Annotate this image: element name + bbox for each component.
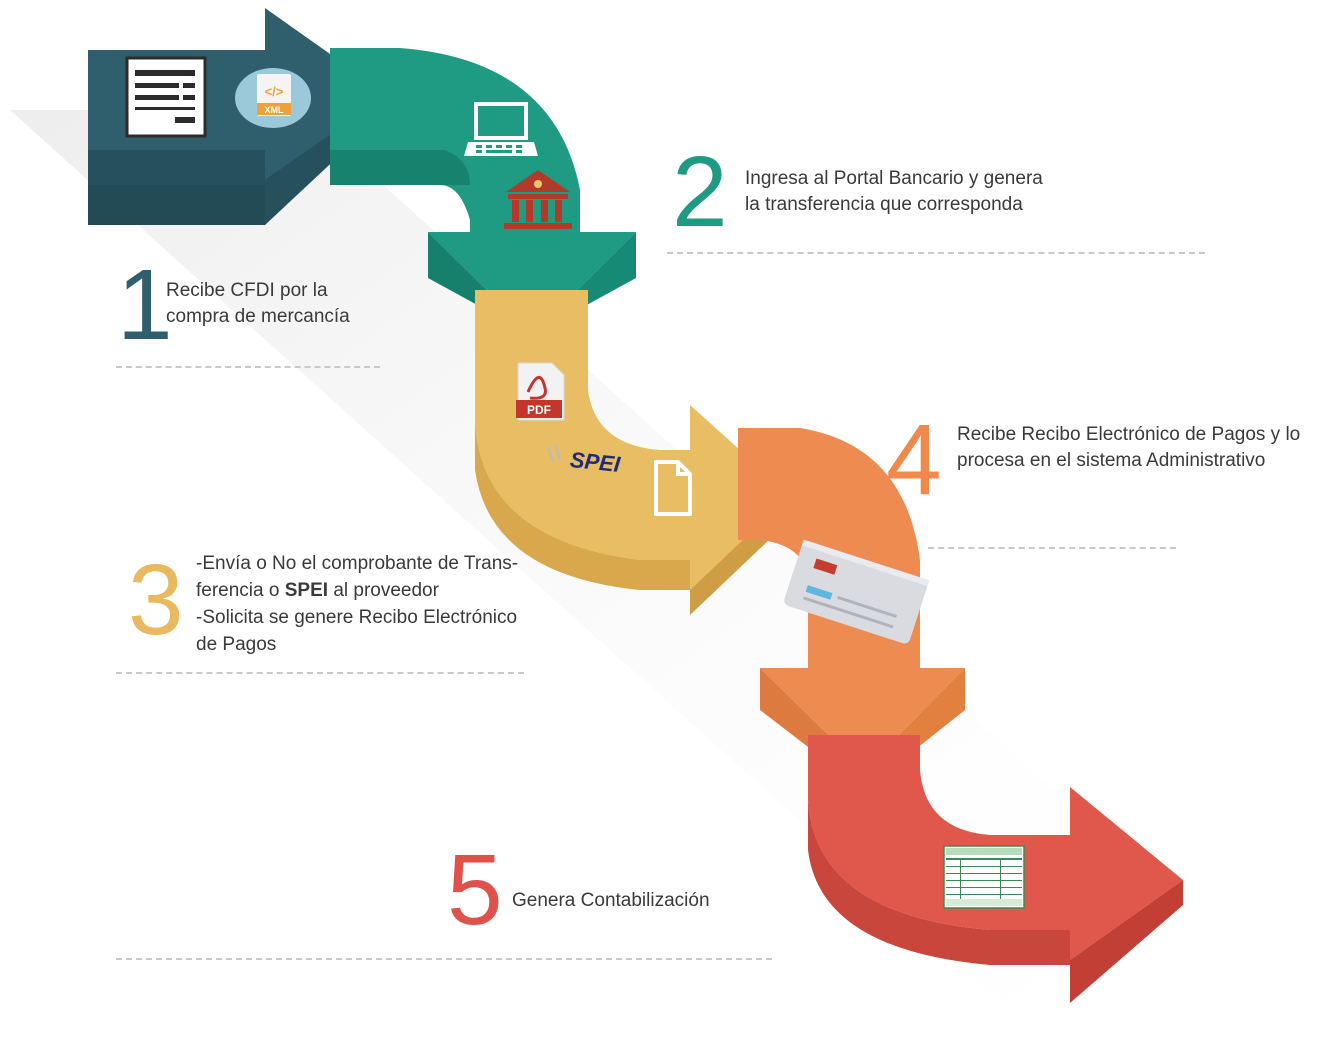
step-3-line-2-start: ferencia o bbox=[196, 580, 285, 601]
step-1-line-2: compra de mercancía bbox=[166, 306, 350, 327]
step-4-line-1: Recibe Recibo Electrónico de Pagos y lo bbox=[957, 424, 1301, 445]
step-3-description: -Envía o No el comprobante de Trans- fer… bbox=[196, 550, 518, 658]
step-3-number: 3 bbox=[128, 544, 184, 656]
xml-badge-label: XML bbox=[265, 105, 285, 115]
pdf-badge-label: PDF bbox=[527, 403, 551, 417]
step-3-line-2: ferencia o SPEI al proveedor bbox=[196, 577, 518, 604]
step-5-number: 5 bbox=[447, 834, 503, 946]
pdf-file-icon: PDF bbox=[516, 362, 565, 421]
xml-code-glyph: </> bbox=[265, 84, 284, 99]
step-4-divider bbox=[928, 547, 1176, 549]
step-1-description: Recibe CFDI por la compra de mercancía bbox=[166, 278, 350, 330]
document-icon bbox=[654, 460, 692, 516]
step-3-line-3: -Solicita se genere Recibo Electrónico bbox=[196, 607, 518, 628]
accounting-sheet-icon bbox=[943, 845, 1025, 909]
step-1-divider bbox=[116, 366, 380, 368]
step-3-line-2-end: al proveedor bbox=[328, 580, 439, 601]
step-1-number: 1 bbox=[117, 249, 173, 361]
step-2-number: 2 bbox=[672, 136, 728, 248]
step-3-line-4: de Pagos bbox=[196, 634, 277, 655]
invoice-form-icon bbox=[125, 56, 207, 138]
step-5-divider bbox=[116, 958, 772, 960]
step-2-line-2: la transferencia que corresponda bbox=[745, 194, 1023, 215]
laptop-icon bbox=[464, 102, 538, 156]
step-2-line-1: Ingresa al Portal Bancario y genera bbox=[745, 168, 1043, 189]
step-5-line-1: Genera Contabilización bbox=[512, 890, 710, 911]
step-4-description: Recibe Recibo Electrónico de Pagos y lo … bbox=[957, 422, 1300, 474]
step-1-line-1: Recibe CFDI por la bbox=[166, 280, 328, 301]
step-3-line-1: -Envía o No el comprobante de Trans- bbox=[196, 553, 519, 574]
step-3-spei-term: SPEI bbox=[284, 580, 329, 601]
step-4-line-2: procesa en el sistema Administrativo bbox=[957, 450, 1266, 471]
spei-logo-label: SPEI bbox=[569, 447, 622, 477]
step-5-description: Genera Contabilización bbox=[512, 888, 710, 914]
bank-icon bbox=[504, 170, 572, 229]
spei-logo-icon: SPEI bbox=[547, 444, 622, 477]
step-3-divider bbox=[116, 672, 524, 674]
payment-receipt-icon bbox=[784, 539, 930, 644]
xml-file-icon: </> XML bbox=[235, 68, 311, 128]
step-2-description: Ingresa al Portal Bancario y genera la t… bbox=[745, 166, 1043, 218]
step-2-divider bbox=[667, 252, 1205, 254]
step-4-number: 4 bbox=[886, 404, 942, 516]
